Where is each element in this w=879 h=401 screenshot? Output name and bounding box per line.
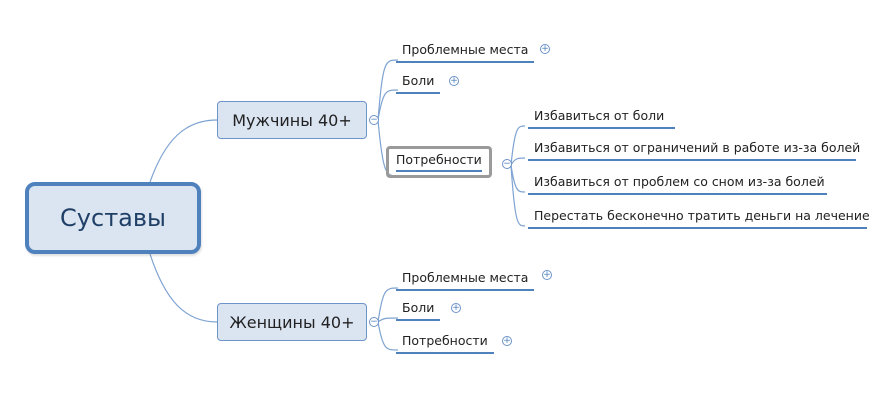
collapse-icon[interactable]: − [502, 159, 512, 169]
root-topic[interactable]: Суставы [25, 182, 201, 254]
collapse-icon[interactable]: − [369, 115, 379, 125]
subtopic-men-problem-areas[interactable]: Проблемные места [396, 42, 535, 63]
connector-root-women [149, 253, 218, 323]
subtopic-women-problem-areas[interactable]: Проблемные места [396, 270, 535, 291]
need-item-label: Избавиться от ограничений в работе из-за… [534, 140, 861, 155]
need-item[interactable]: Избавиться от проблем со сном из-за боле… [528, 174, 827, 195]
subtopic-label: Потребности [402, 333, 488, 348]
need-item-label: Избавиться от боли [534, 108, 665, 123]
connector-women-pain [377, 317, 399, 323]
need-item[interactable]: Избавиться от боли [528, 108, 675, 129]
topic-men[interactable]: Мужчины 40+ [217, 101, 367, 139]
connector-needs-1 [510, 125, 526, 166]
collapse-icon[interactable]: − [369, 317, 379, 327]
expand-icon[interactable]: + [449, 76, 459, 86]
need-item[interactable]: Избавиться от ограничений в работе из-за… [528, 140, 860, 161]
root-topic-label: Суставы [60, 204, 166, 232]
connector-men-pain [377, 89, 399, 121]
topic-men-label: Мужчины 40+ [232, 110, 352, 130]
subtopic-label: Проблемные места [402, 270, 529, 285]
subtopic-women-needs[interactable]: Потребности [396, 333, 494, 354]
subtopic-label: Проблемные места [402, 42, 529, 57]
topic-women[interactable]: Женщины 40+ [217, 303, 367, 341]
expand-icon[interactable]: + [540, 44, 550, 54]
subtopic-women-pain[interactable]: Боли [396, 300, 441, 321]
connector-men-problem [377, 59, 399, 121]
subtopic-label: Потребности [396, 152, 482, 172]
topic-women-label: Женщины 40+ [229, 312, 355, 332]
subtopic-label: Боли [402, 73, 435, 88]
expand-icon[interactable]: + [451, 303, 461, 313]
connector-root-men [149, 119, 218, 183]
expand-icon[interactable]: + [542, 270, 552, 280]
subtopic-label: Боли [402, 300, 435, 315]
connector-needs-2 [510, 157, 526, 166]
need-item-label: Избавиться от проблем со сном из-за боле… [534, 174, 825, 189]
subtopic-men-needs[interactable]: Потребности [386, 146, 492, 178]
need-item-label: Перестать бесконечно тратить деньги на л… [534, 208, 870, 223]
connector-needs-4 [510, 164, 526, 227]
connector-women-problem [377, 287, 399, 323]
subtopic-men-pain[interactable]: Боли [396, 73, 441, 94]
expand-icon[interactable]: + [502, 336, 512, 346]
connector-women-needs [377, 321, 399, 351]
need-item[interactable]: Перестать бесконечно тратить деньги на л… [528, 208, 870, 229]
